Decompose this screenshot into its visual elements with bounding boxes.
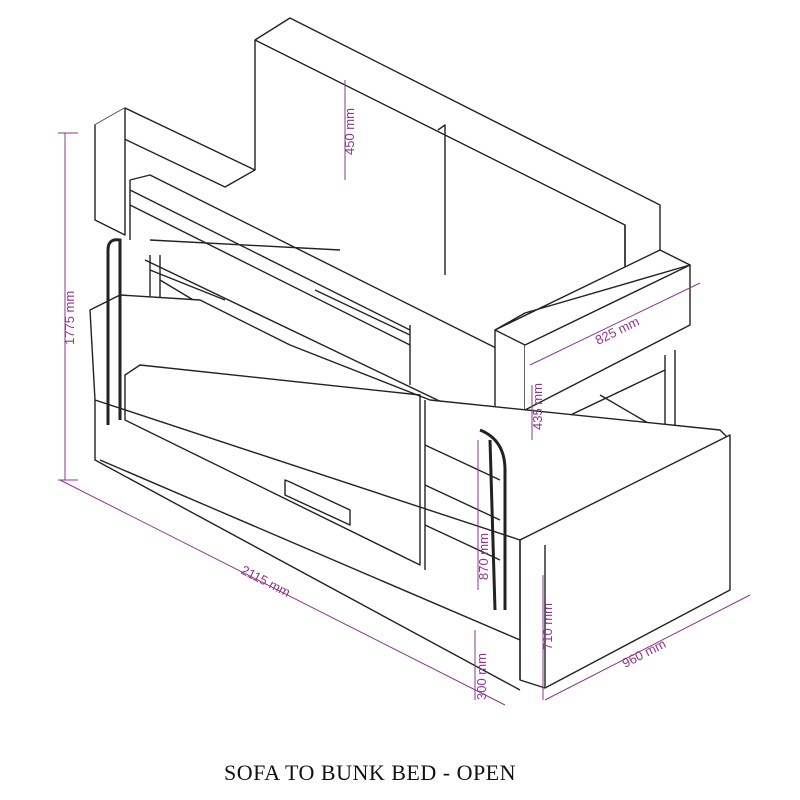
dimension-lines	[58, 80, 751, 706]
dim-710: 710 mm	[540, 603, 555, 650]
right-armrest	[494, 249, 691, 441]
dim-450: 450 mm	[342, 108, 357, 155]
dim-870: 870 mm	[476, 533, 491, 580]
lower-bunk	[89, 238, 731, 691]
base-end-panel	[519, 434, 731, 689]
left-armrest	[94, 107, 256, 236]
dim-1775: 1775 mm	[62, 291, 77, 345]
drawing-title: SOFA TO BUNK BED - OPEN	[223, 760, 517, 785]
dim-300: 300 mm	[474, 653, 489, 700]
dim-435: 435 mm	[530, 383, 545, 430]
dim-2115: 2115 mm	[239, 562, 293, 600]
backrest	[254, 17, 661, 275]
